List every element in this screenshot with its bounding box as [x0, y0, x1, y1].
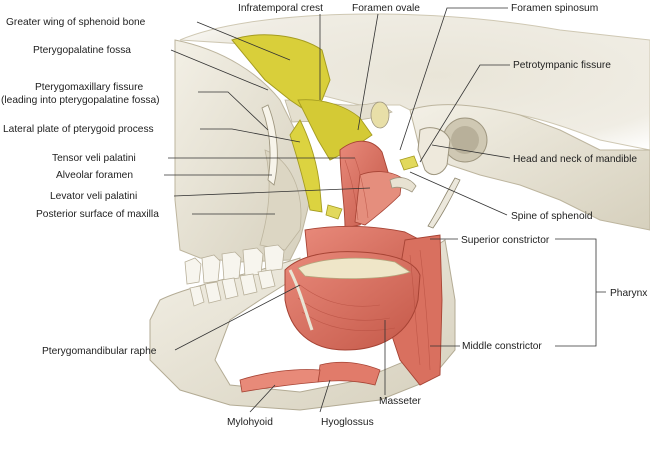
label-pterygomaxillary-fissure: Pterygomaxillary fissure: [35, 82, 143, 93]
label-spine-of-sphenoid: Spine of sphenoid: [511, 211, 593, 222]
tooth: [263, 244, 285, 272]
tooth: [242, 247, 264, 277]
pterygoid-hamulus: [325, 204, 343, 220]
muscles: [239, 140, 443, 393]
leader-levator-veli: [173, 187, 371, 197]
label-mylohyoid: Mylohyoid: [227, 417, 273, 428]
label-pharynx: Pharynx: [610, 288, 647, 299]
label-middle-constrictor: Middle constrictor: [462, 341, 542, 352]
teeth: [184, 244, 285, 307]
tooth: [221, 251, 242, 281]
spine-of-sphenoid-bone: [399, 155, 419, 171]
masseter-cut-surface: [297, 257, 411, 279]
label-pterygomandibular-raphe: Pterygomandibular raphe: [42, 346, 157, 357]
label-levator-veli-palatini: Levator veli palatini: [50, 191, 137, 202]
zygomatic-arch-cut: [370, 101, 390, 129]
tooth: [257, 269, 276, 290]
pharynx-bracket: [555, 238, 606, 347]
label-pterygomaxillary-fissure-note: (leading into pterygopalatine fossa): [1, 95, 160, 106]
label-pterygopalatine-fossa: Pterygopalatine fossa: [33, 45, 131, 56]
leader-foramen-spinosum: [399, 7, 508, 151]
label-greater-wing: Greater wing of sphenoid bone: [6, 17, 146, 28]
leader-raphe: [174, 284, 301, 351]
leader-spine-sphenoid: [409, 171, 508, 216]
label-posterior-surface-maxilla: Posterior surface of maxilla: [36, 209, 159, 220]
tooth: [201, 254, 221, 284]
pterygomandibular-raphe-shape: [288, 269, 314, 331]
label-alveolar-foramen: Alveolar foramen: [56, 170, 133, 181]
tooth: [221, 277, 239, 300]
leader-lines: [164, 7, 606, 413]
levator-veli-palatini-muscle: [354, 171, 403, 226]
mandible-condyle: [417, 127, 451, 176]
label-foramen-ovale: Foramen ovale: [352, 3, 420, 14]
tooth: [204, 281, 222, 304]
tooth: [189, 285, 205, 307]
leader-mylohyoid: [249, 384, 276, 413]
leader-greater-wing: [196, 21, 291, 61]
label-petrotympanic-fissure: Petrotympanic fissure: [513, 60, 611, 71]
tooth: [239, 273, 258, 296]
sphenomandibular-ligament: [389, 177, 417, 193]
tooth: [184, 257, 202, 285]
label-infratemporal-crest: Infratemporal crest: [238, 3, 323, 14]
label-masseter: Masseter: [379, 396, 422, 407]
label-lateral-plate: Lateral plate of pterygoid process: [3, 124, 154, 135]
leader-petrotympanic-fissure: [419, 64, 510, 163]
label-head-neck-mandible: Head and neck of mandible: [513, 154, 637, 165]
styloid-process: [427, 177, 461, 229]
leader-pterygopalatine-fossa: [170, 49, 269, 91]
label-tensor-veli-palatini: Tensor veli palatini: [52, 153, 136, 164]
label-foramen-spinosum: Foramen spinosum: [511, 3, 598, 14]
mylohyoid-muscle: [239, 369, 321, 393]
leader-pterygomaxillary-fissure: [198, 91, 269, 131]
pterygomaxillary-fissure-shape: [261, 104, 278, 186]
leader-lateral-plate: [200, 128, 301, 143]
labels: Greater wing of sphenoid bone Pterygopal…: [1, 3, 647, 428]
hyoglossus-muscle: [317, 361, 381, 386]
leader-foramen-ovale: [357, 13, 379, 131]
leader-head-neck-mandible: [431, 144, 511, 159]
lateral-pterygoid-plate: [289, 119, 323, 213]
leader-hyoglossus: [319, 379, 331, 413]
label-hyoglossus: Hyoglossus: [321, 417, 374, 428]
label-superior-constrictor: Superior constrictor: [461, 235, 550, 246]
